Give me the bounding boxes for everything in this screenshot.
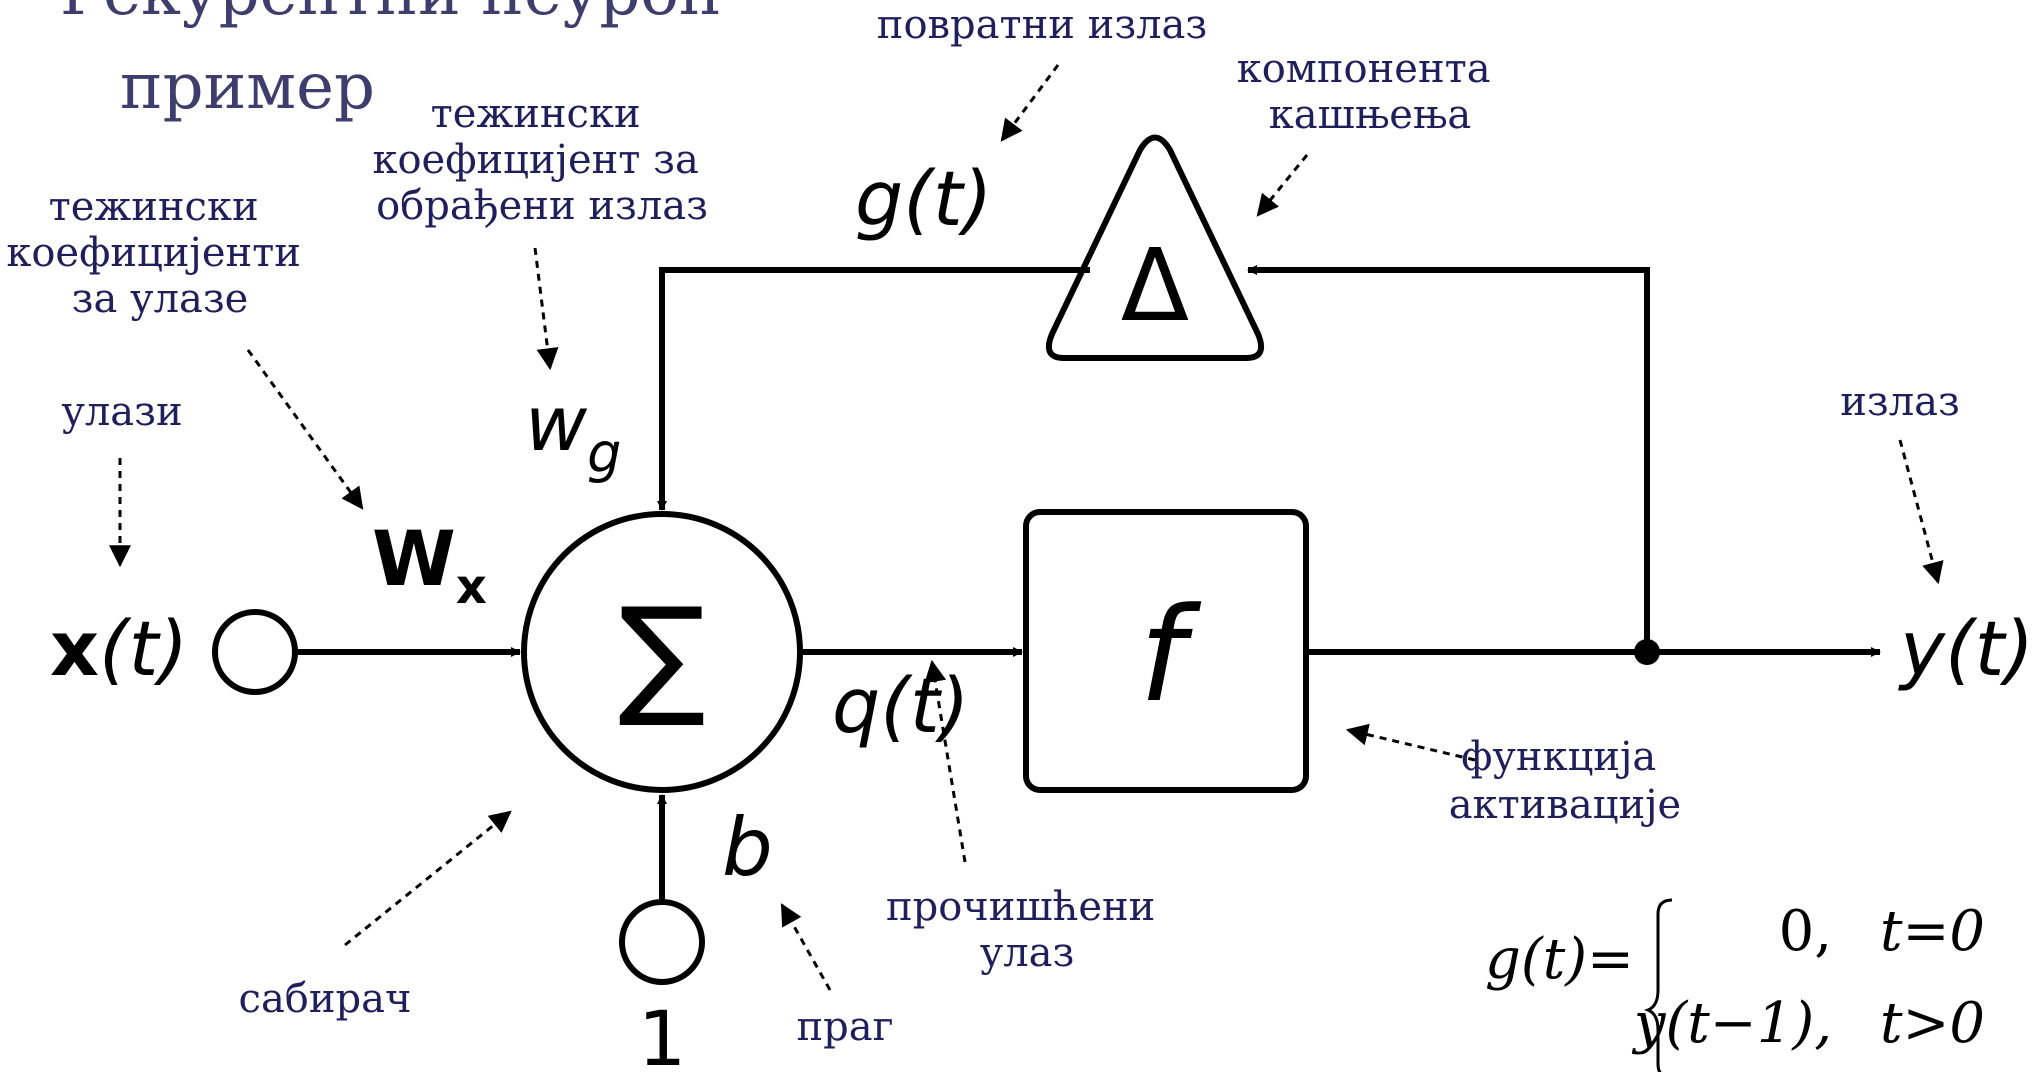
title-line2: пример — [120, 50, 375, 124]
bias-symbol: b — [722, 801, 773, 894]
q-t-symbol: q(t) — [832, 661, 969, 750]
formula: g(t)= 0, t=0 y(t−1), t>0 — [1485, 898, 1985, 1072]
formula-case2-value: y(t−1), — [1631, 991, 1832, 1056]
g-t-symbol: g(t) — [855, 154, 992, 243]
wg-symbol: wg — [525, 379, 621, 485]
adder-pointer — [344, 810, 512, 947]
title-line1: Рекурентни неурон — [60, 0, 722, 30]
bias-one-label: 1 — [638, 994, 686, 1072]
formula-case1-value: 0, — [1779, 899, 1832, 964]
delay-pointer — [1256, 154, 1309, 217]
feedback-left — [657, 267, 1090, 511]
bias-node — [619, 899, 705, 985]
weight-processed-pointer — [533, 247, 559, 371]
output-label: излаз — [1840, 379, 1960, 425]
delay-label: компонента кашњења — [1237, 46, 1504, 138]
feedback-right — [1247, 265, 1650, 652]
formula-lhs: g(t)= — [1485, 927, 1634, 992]
feedback-output-pointer — [1000, 64, 1060, 142]
filtered-input-label: прочишћени улаз — [886, 884, 1168, 976]
f-symbol: f — [1139, 579, 1202, 731]
sigma-symbol: ∑ — [618, 579, 706, 731]
inputs-label: улази — [61, 389, 182, 435]
input-node — [212, 609, 298, 695]
output-pointer — [1898, 439, 1944, 585]
threshold-pointer — [780, 903, 832, 991]
delta-symbol: Δ — [1121, 227, 1189, 344]
delay-node — [1046, 134, 1264, 361]
weights-inputs-pointer — [246, 349, 364, 510]
Wx-symbol: Wx — [372, 514, 487, 615]
weight-processed-label: тежински коефицијент за обрађени излаз — [372, 91, 711, 229]
adder-label: сабирач — [239, 976, 412, 1022]
activation-pointer — [1345, 723, 1476, 762]
threshold-label: праг — [796, 1004, 893, 1050]
x-t-symbol: x(t) — [50, 604, 188, 693]
formula-case1-cond: t=0 — [1880, 899, 1985, 964]
activation-label: функција активације — [1449, 734, 1681, 828]
y-t-symbol: y(t) — [1898, 604, 2034, 693]
feedback-output-label: повратни излаз — [877, 2, 1207, 48]
formula-case2-cond: t>0 — [1880, 991, 1985, 1056]
formula-brace — [1643, 898, 1673, 1072]
weights-inputs-label: тежински коефицијенти за улазе — [6, 184, 313, 322]
